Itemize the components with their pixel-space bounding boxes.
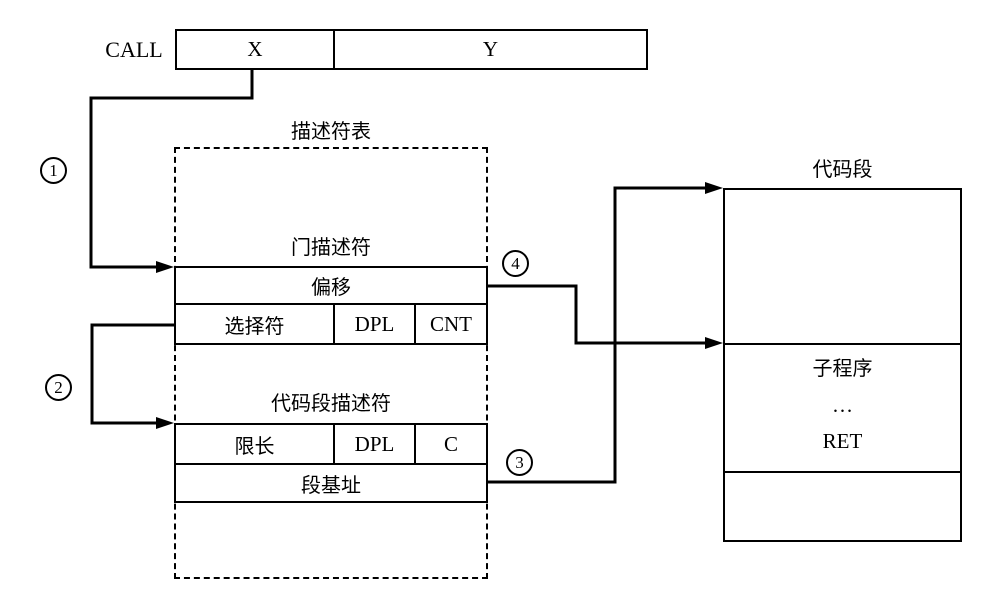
gate-descriptor-label: 门描述符 — [291, 237, 371, 259]
code-segment-top-section — [725, 190, 960, 343]
step-badge-1: 1 — [40, 157, 67, 184]
step-badge-2: 2 — [45, 374, 72, 401]
gate-descriptor-selector-row: 选择符 DPL CNT — [174, 303, 488, 345]
call-mnemonic: CALL — [105, 37, 163, 62]
gate-cnt-field: CNT — [430, 311, 472, 336]
descriptor-table-dashed-box — [174, 147, 488, 579]
selector-field: 选择符 — [176, 305, 335, 343]
subroutine-ellipsis: … — [832, 393, 853, 417]
arrowhead-1 — [156, 261, 174, 273]
code-descriptor-limit-row: 限长 DPL C — [174, 423, 488, 465]
arrowhead-3 — [705, 182, 723, 194]
code-segment-box: 子程序 … RET — [723, 188, 962, 542]
arrow-selector-to-code-descriptor — [90, 323, 176, 425]
gate-descriptor-offset-row: 偏移 — [174, 266, 488, 305]
code-segment-bottom-section — [725, 471, 960, 540]
code-dpl-field: DPL — [335, 425, 416, 463]
subroutine-label: 子程序 — [812, 358, 873, 380]
step-badge-4: 4 — [502, 250, 529, 277]
call-operand-x: X — [177, 31, 335, 68]
arrowhead-4 — [705, 337, 723, 349]
limit-field: 限长 — [176, 425, 335, 463]
arrow-base-to-code-segment — [488, 186, 707, 484]
code-c-field: C — [443, 431, 458, 456]
offset-field: 偏移 — [311, 277, 351, 299]
subroutine-ret: RET — [822, 429, 863, 453]
arrowhead-2 — [156, 417, 174, 429]
code-descriptor-base-row: 段基址 — [174, 463, 488, 503]
segment-base-field: 段基址 — [301, 474, 361, 497]
step-badge-3: 3 — [506, 449, 533, 476]
code-segment-title: 代码段 — [812, 159, 873, 181]
arrow-offset-to-subroutine — [488, 284, 707, 345]
call-instruction-box: X Y — [175, 29, 648, 70]
gate-dpl-field: DPL — [335, 305, 416, 343]
descriptor-table-title: 描述符表 — [291, 121, 371, 143]
call-operand-y: Y — [482, 37, 499, 61]
code-segment-descriptor-label: 代码段描述符 — [271, 393, 391, 415]
code-segment-subroutine-section: 子程序 … RET — [725, 343, 960, 471]
